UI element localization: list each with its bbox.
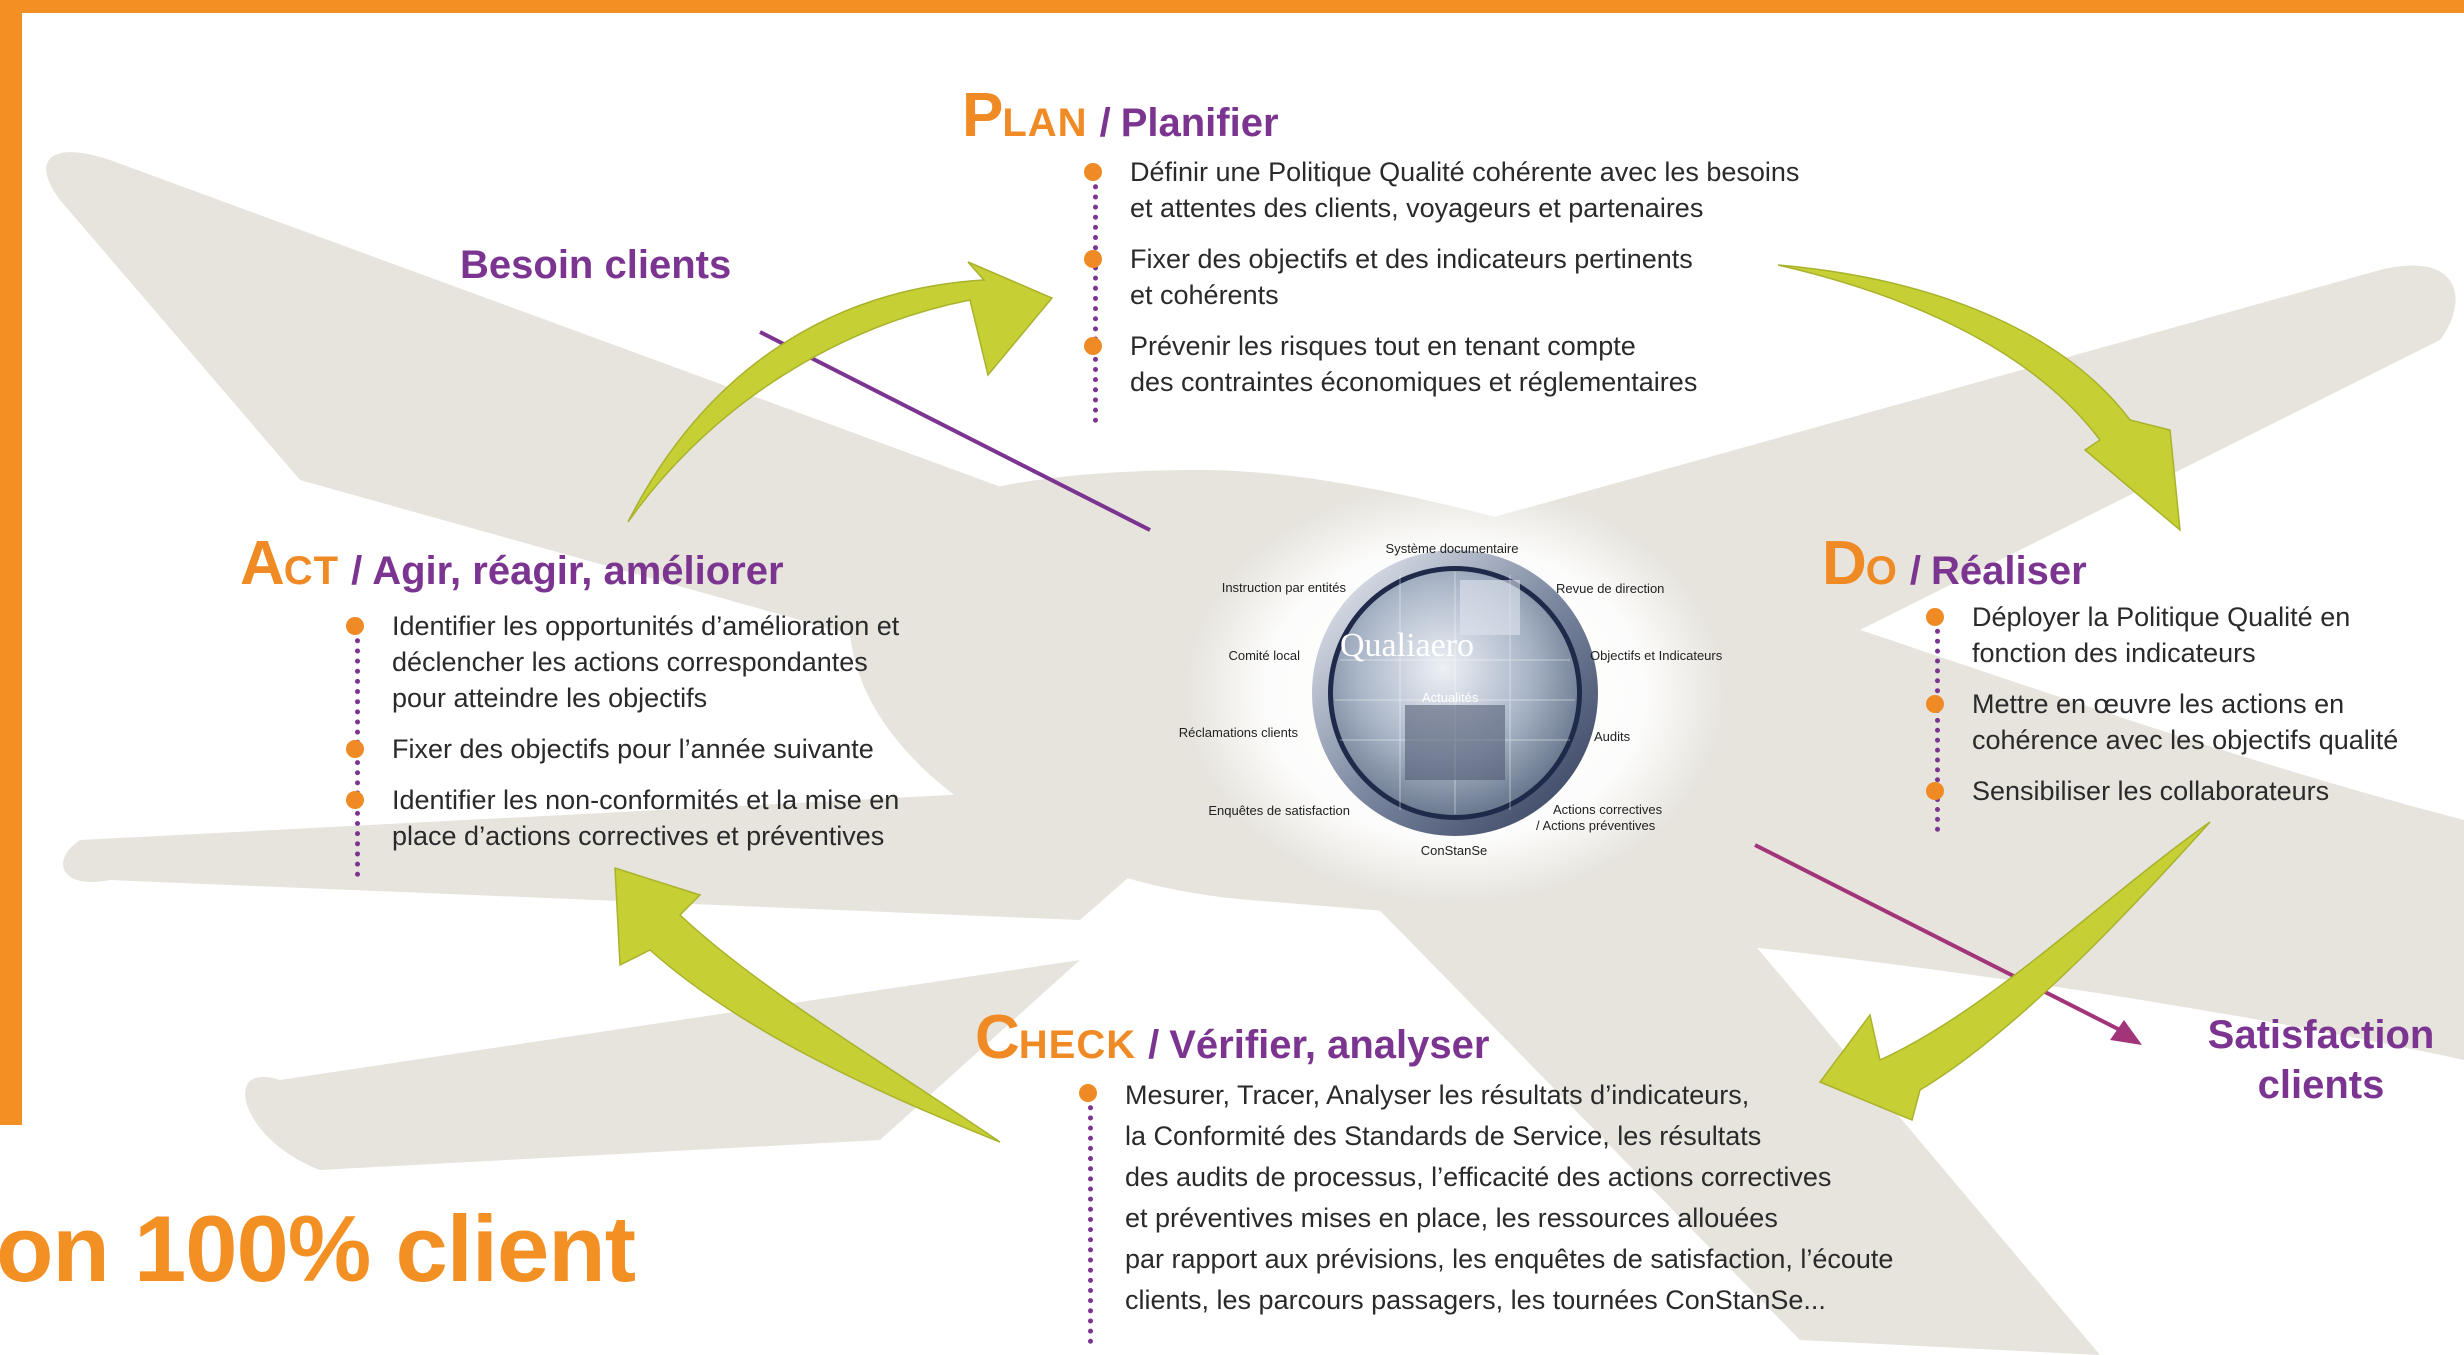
label-revue-de-direction: Revue de direction: [1556, 581, 1665, 596]
act-bullets: Identifier les opportunités d’améliorati…: [346, 608, 1010, 877]
satisfaction-arrowhead: [2110, 1020, 2142, 1045]
plan-title: PLAN/Planifier: [962, 81, 1279, 150]
list-item: Sensibiliser les collaborateurs: [1926, 773, 2464, 809]
do-bullets: Déployer la Politique Qualité en fonctio…: [1926, 599, 2464, 832]
act-title: ACT/Agir, réagir, améliorer: [240, 529, 784, 598]
arrow-plan-to-do: [1777, 264, 2181, 532]
label-comite-local: Comité local: [1228, 648, 1300, 663]
label-enquetes-de-satisfaction: Enquêtes de satisfaction: [1208, 803, 1350, 818]
list-item: Fixer des objectifs pour l’année suivant…: [346, 731, 1010, 767]
qualiaero-logo: Qualiaero: [1340, 627, 1475, 664]
arrow-check-to-act: [614, 866, 1001, 1143]
list-item: Déployer la Politique Qualité en fonctio…: [1926, 599, 2464, 671]
do-title: DO/Réaliser: [1822, 529, 2087, 598]
list-item: Définir une Politique Qualité cohérente …: [1084, 154, 1908, 226]
connector-satisfaction: [1754, 843, 2121, 1032]
connector-besoin: [759, 330, 1151, 532]
qualiaero-emblem: [1185, 483, 1725, 903]
actualites-label: Actualités: [1422, 690, 1479, 705]
check-bullets: Mesurer, Tracer, Analyser les résultats …: [1079, 1075, 2023, 1344]
label-objectifs-et-indicateurs: Objectifs et Indicateurs: [1590, 648, 1723, 663]
label-audits: Audits: [1594, 729, 1631, 744]
label-instruction-par-entites: Instruction par entités: [1221, 580, 1346, 595]
list-item: Identifier les non-conformités et la mis…: [346, 782, 1010, 854]
satisfaction-clients-label: Satisfaction clients: [2207, 1013, 2435, 1107]
list-item: Prévenir les risques tout en tenant comp…: [1084, 328, 1908, 400]
besoin-clients-label: Besoin clients: [460, 243, 732, 287]
list-item: Identifier les opportunités d’améliorati…: [346, 608, 1010, 716]
list-item: Fixer des objectifs et des indicateurs p…: [1084, 241, 1908, 313]
arrow-do-to-check: [1818, 821, 2211, 1122]
check-title: CHECK/Vérifier, analyser: [975, 1003, 1490, 1072]
label-actions-preventives: / Actions préventives: [1536, 818, 1656, 833]
left-orange-bar: [0, 0, 22, 1125]
cycle-arrows: [614, 261, 2211, 1143]
plan-bullets: Définir une Politique Qualité cohérente …: [1084, 154, 1908, 423]
list-item: Mesurer, Tracer, Analyser les résultats …: [1079, 1075, 2023, 1321]
arrow-act-to-plan: [627, 261, 1054, 523]
label-actions-correctives: Actions correctives: [1553, 802, 1663, 817]
label-systeme-documentaire: Système documentaire: [1385, 541, 1519, 556]
top-orange-bar: [0, 0, 2464, 13]
footer-headline: on 100% client: [0, 1196, 636, 1301]
label-constanse: ConStanSe: [1420, 843, 1488, 858]
list-item: Mettre en œuvre les actions en cohérence…: [1926, 686, 2464, 758]
label-reclamations-clients: Réclamations clients: [1178, 725, 1298, 740]
